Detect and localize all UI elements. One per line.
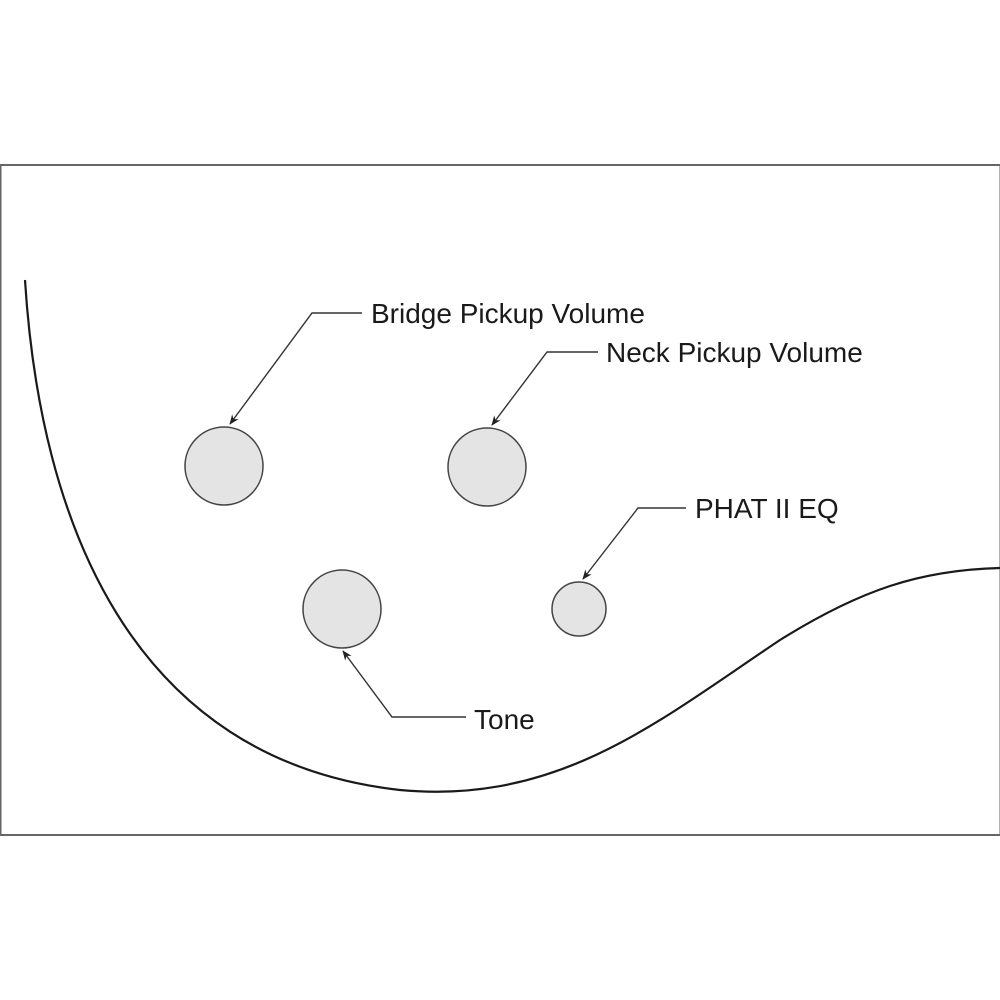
diagram-frame — [0, 164, 1000, 836]
body-outline-curve — [23, 279, 1000, 793]
phat-eq-knob — [551, 581, 607, 637]
tone-label: Tone — [474, 704, 535, 735]
bridge-leader-arrow — [229, 312, 362, 425]
phat-eq-label: PHAT II EQ — [695, 493, 839, 524]
tone-leader-arrow — [342, 650, 466, 718]
tone-knob — [302, 569, 382, 649]
bridge-volume-knob — [184, 426, 264, 506]
neck-leader-arrow — [491, 351, 598, 426]
neck-volume-label: Neck Pickup Volume — [606, 337, 863, 368]
phat-leader-arrow — [582, 507, 686, 580]
bridge-volume-label: Bridge Pickup Volume — [371, 298, 645, 329]
neck-volume-knob — [447, 427, 527, 507]
